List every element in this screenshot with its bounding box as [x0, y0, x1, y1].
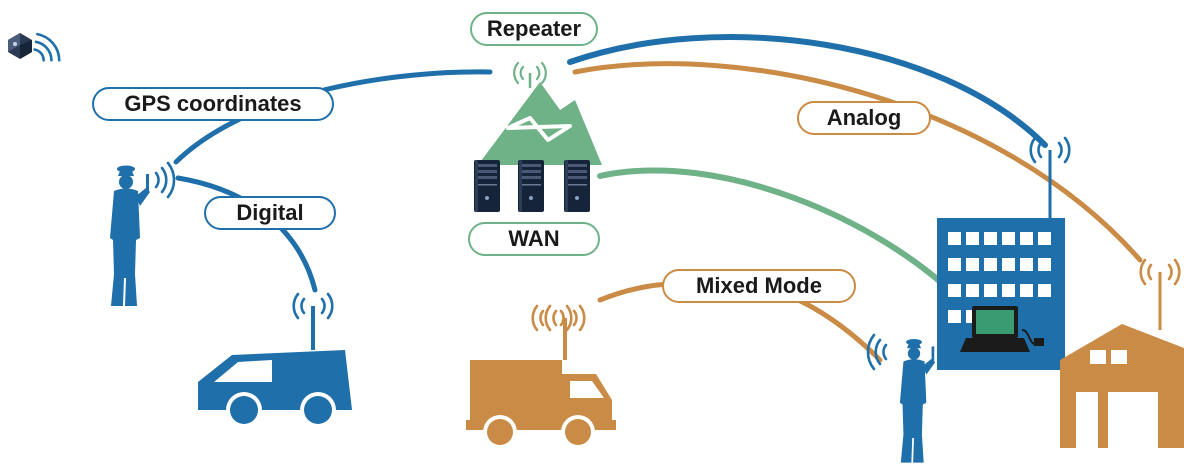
- person-icon: [899, 339, 936, 463]
- truck-icon: [466, 304, 616, 449]
- link-repeater-house: [572, 61, 1143, 263]
- person-signal-icon: [154, 161, 176, 199]
- server-icon: [564, 160, 590, 212]
- satellite-signal-icon: [33, 32, 61, 62]
- gps-coordinates-label: GPS coordinates: [92, 87, 334, 121]
- link-repeater-building: [567, 34, 1048, 148]
- person-icon: [110, 165, 150, 306]
- mixed-mode-label: Mixed Mode: [662, 269, 856, 303]
- person-signal-icon: [866, 333, 888, 371]
- server-icon: [518, 160, 544, 212]
- satellite-icon: [8, 32, 61, 62]
- digital-label: Digital: [204, 196, 336, 230]
- analog-label: Analog: [797, 101, 931, 135]
- building-windows: [948, 232, 1051, 323]
- mountain-icon: [478, 82, 602, 165]
- server-icon: [474, 160, 500, 212]
- link-server-laptop: [597, 167, 963, 303]
- van-icon: [198, 292, 352, 428]
- house-icon: [1060, 258, 1184, 448]
- repeater-antenna-icon: [513, 61, 547, 88]
- repeater-label: Repeater: [470, 12, 598, 46]
- wan-label: WAN: [468, 222, 600, 256]
- link-person-van: [175, 175, 318, 293]
- laptop-icon: [960, 306, 1044, 352]
